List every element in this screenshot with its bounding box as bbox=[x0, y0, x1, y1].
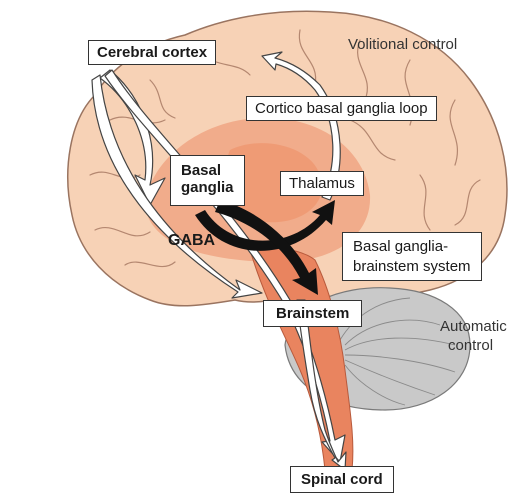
gaba-label: GABA bbox=[168, 232, 215, 250]
automatic-line2: control bbox=[440, 337, 507, 356]
bg-brainstem-line2: brainstem system bbox=[353, 257, 471, 277]
basal-ganglia-brainstem-label: Basal ganglia- brainstem system bbox=[342, 232, 482, 281]
cerebral-cortex-label: Cerebral cortex bbox=[88, 40, 216, 65]
bg-brainstem-line1: Basal ganglia- bbox=[353, 237, 471, 257]
volitional-control-label: Volitional control bbox=[348, 36, 457, 53]
basal-ganglia-label: Basal ganglia bbox=[170, 155, 245, 206]
thalamus-label: Thalamus bbox=[280, 171, 364, 196]
automatic-control-label: Automatic control bbox=[440, 318, 507, 356]
automatic-line1: Automatic bbox=[440, 318, 507, 337]
basal-ganglia-line2: ganglia bbox=[181, 179, 234, 196]
basal-ganglia-line1: Basal bbox=[181, 162, 234, 179]
cortico-loop-label: Cortico basal ganglia loop bbox=[246, 96, 437, 121]
brainstem-label: Brainstem bbox=[263, 300, 362, 327]
spinal-cord-label: Spinal cord bbox=[290, 466, 394, 493]
